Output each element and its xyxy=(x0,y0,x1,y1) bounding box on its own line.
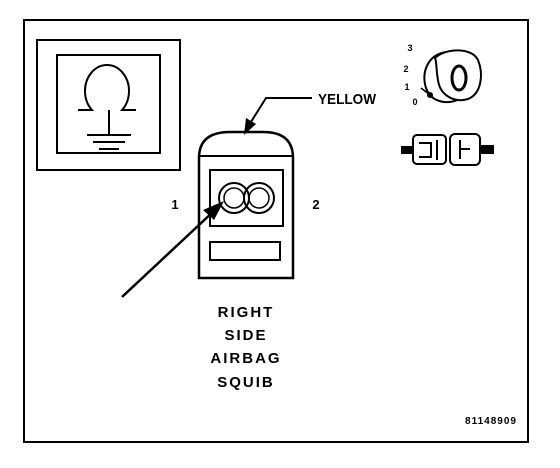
component-name-line-2: SIDE xyxy=(224,327,267,344)
figure-id: 81148909 xyxy=(465,416,517,427)
ignition-key-icon: 3 2 1 0 xyxy=(403,43,482,107)
terminal-housing xyxy=(209,169,284,227)
pin-2-label: 2 xyxy=(312,197,319,212)
squib-symbol-icon xyxy=(36,39,181,171)
wire-color-leader xyxy=(243,97,312,135)
ignition-position-0: 0 xyxy=(412,97,417,107)
outer-frame xyxy=(23,19,529,443)
component-name-line-3: AIRBAG xyxy=(210,350,281,367)
component-name-line-1: RIGHT xyxy=(218,304,275,321)
ignition-position-2: 2 xyxy=(403,64,408,74)
connector-latch xyxy=(209,241,281,261)
probe-arrow xyxy=(121,201,224,298)
squib-connector xyxy=(197,130,295,280)
wire-color-label: YELLOW xyxy=(318,91,377,108)
ignition-position-3: 3 xyxy=(407,43,412,53)
pin-1-label: 1 xyxy=(171,197,178,212)
ignition-position-1: 1 xyxy=(404,82,409,92)
component-name-line-4: SQUIB xyxy=(217,374,275,391)
terminal-2 xyxy=(243,182,275,214)
connector-icon xyxy=(401,133,494,166)
